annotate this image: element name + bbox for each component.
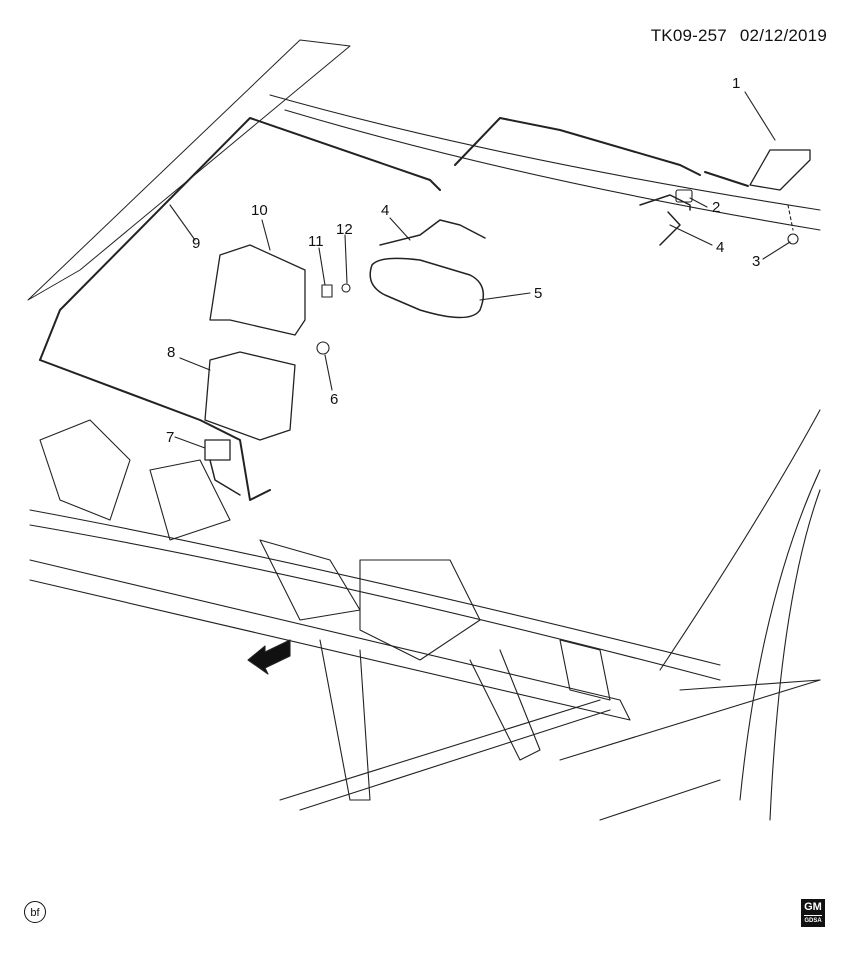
lower-bracket-3 bbox=[559, 639, 611, 701]
windshield-top bbox=[269, 94, 821, 211]
dash-beam-3 bbox=[299, 709, 611, 811]
diagram-code: TK09-257 bbox=[650, 26, 727, 45]
diagram-header: TK09-257 02/12/2019 bbox=[643, 26, 827, 46]
bf-mark: bf bbox=[24, 901, 46, 923]
module-10 bbox=[209, 244, 306, 336]
part-2-body bbox=[675, 189, 693, 203]
leader-4a bbox=[389, 217, 411, 241]
callout-11: 11 bbox=[308, 233, 324, 250]
leader-1 bbox=[744, 91, 776, 141]
connector-7 bbox=[204, 439, 231, 461]
lower-bracket-2 bbox=[469, 649, 541, 761]
leader-5 bbox=[479, 292, 531, 301]
connector-7-wire bbox=[209, 459, 241, 496]
a-pillar bbox=[659, 409, 821, 671]
callout-1: 1 bbox=[732, 75, 740, 92]
callout-4-right: 4 bbox=[716, 239, 724, 256]
roof-edge bbox=[27, 39, 351, 301]
leader-6 bbox=[324, 354, 333, 391]
module-8 bbox=[204, 351, 296, 441]
washer-6 bbox=[316, 341, 330, 355]
leader-3 bbox=[762, 241, 791, 260]
callout-6: 6 bbox=[330, 391, 338, 408]
dash-frame-2 bbox=[149, 459, 231, 541]
callout-12: 12 bbox=[336, 221, 353, 238]
harness-4-center bbox=[379, 219, 486, 246]
callout-5: 5 bbox=[534, 285, 542, 302]
dash-frame-4 bbox=[359, 559, 481, 661]
lower-bracket bbox=[319, 639, 371, 801]
callout-10: 10 bbox=[251, 202, 268, 219]
harness-9 bbox=[39, 117, 441, 361]
leader-12 bbox=[344, 234, 348, 284]
clip-11 bbox=[321, 284, 333, 298]
windshield-lower bbox=[29, 509, 721, 666]
leader-10 bbox=[261, 219, 271, 251]
callout-8: 8 bbox=[167, 344, 175, 361]
dash-beam bbox=[29, 559, 631, 721]
a-pillar-3 bbox=[769, 489, 821, 821]
mirror-5 bbox=[369, 257, 485, 319]
floor-line bbox=[559, 679, 821, 761]
gm-logo-text: GM bbox=[804, 901, 822, 913]
callout-3: 3 bbox=[752, 253, 760, 270]
antenna-cable bbox=[704, 171, 749, 187]
leader-4b bbox=[669, 224, 713, 246]
frt-arrow bbox=[247, 639, 291, 675]
harness-4-right bbox=[659, 211, 681, 246]
dash-beam-2 bbox=[279, 699, 601, 801]
gm-logo: GM GDSA bbox=[801, 899, 825, 927]
part-3-leader bbox=[787, 204, 794, 231]
leader-11 bbox=[318, 247, 326, 286]
antenna-1 bbox=[749, 149, 811, 191]
floor-line-2 bbox=[599, 779, 721, 821]
dash-frame-1 bbox=[39, 419, 131, 521]
callout-9: 9 bbox=[192, 235, 200, 252]
roof-harness bbox=[454, 117, 701, 176]
leader-7 bbox=[174, 436, 206, 449]
part-2 bbox=[639, 194, 691, 211]
diagram-date: 02/12/2019 bbox=[739, 26, 827, 45]
callout-4-center: 4 bbox=[381, 202, 389, 219]
leader-2 bbox=[689, 197, 708, 208]
leader-9 bbox=[169, 204, 196, 241]
door-line bbox=[679, 679, 821, 691]
windshield-lower-inner bbox=[29, 524, 721, 681]
harness-9-lower bbox=[39, 359, 271, 501]
part-3-nut bbox=[787, 233, 799, 245]
gm-logo-sub: GDSA bbox=[804, 915, 822, 927]
windshield-top-inner bbox=[284, 109, 821, 231]
a-pillar-2 bbox=[739, 469, 821, 801]
callout-2: 2 bbox=[712, 199, 720, 216]
callout-7: 7 bbox=[166, 429, 174, 446]
screw-12 bbox=[341, 283, 351, 293]
leader-8 bbox=[179, 357, 211, 371]
